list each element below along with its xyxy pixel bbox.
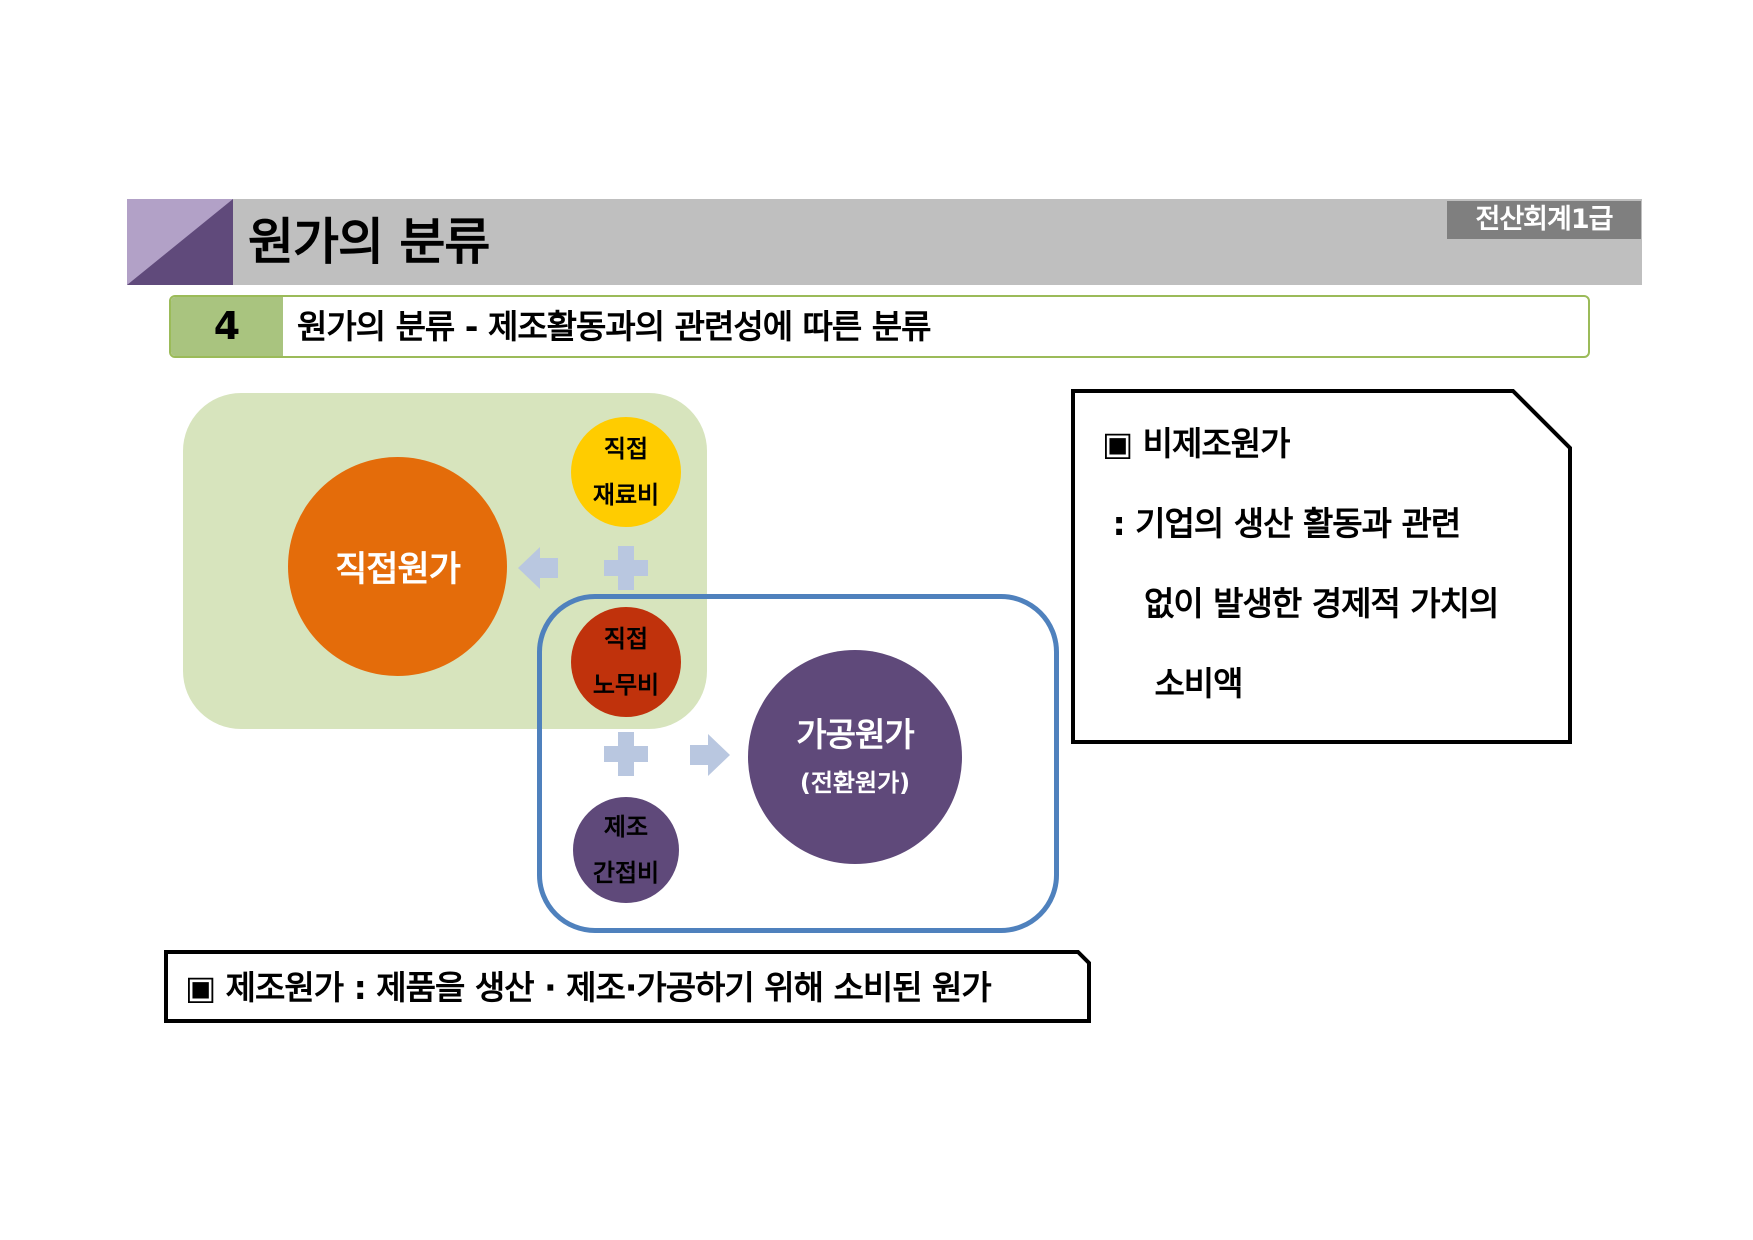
plus-icon <box>604 732 648 776</box>
note-line: 소비액 <box>1102 664 1243 703</box>
subject-tag: 전산회계1급 <box>1447 201 1641 239</box>
direct-materials-circle: 직접 재료비 <box>571 417 681 527</box>
section-title: 원가의 분류 - 제조활동과의 관련성에 따른 분류 <box>297 307 931 346</box>
note-line: : 기업의 생산 활동과 관련 <box>1102 504 1461 543</box>
direct-labor-circle: 직접 노무비 <box>571 607 681 717</box>
direct-materials-label-line2: 재료비 <box>592 481 660 509</box>
arrow-right-icon <box>690 734 730 776</box>
page-title: 원가의 분류 <box>248 213 490 271</box>
note-line: 없이 발생한 경제적 가치의 <box>1102 584 1499 623</box>
conversion-cost-alias: (전환원가) <box>799 769 911 797</box>
header-corner-decoration <box>127 199 233 285</box>
plus-icon <box>604 546 648 590</box>
direct-labor-label-line2: 노무비 <box>592 671 660 699</box>
non-manufacturing-note: ▣ 비제조원가 : 기업의 생산 활동과 관련 없이 발생한 경제적 가치의 소… <box>1102 420 1562 740</box>
manufacturing-note: ▣ 제조원가 : 제품을 생산 ∙ 제조∙가공하기 위해 소비된 원가 <box>185 968 992 1007</box>
conversion-cost-circle: 가공원가 (전환원가) <box>748 650 962 864</box>
arrow-left-icon <box>518 547 558 589</box>
direct-labor-label-line1: 직접 <box>603 625 649 653</box>
conversion-cost-group <box>537 594 1059 933</box>
header-band <box>127 199 1642 285</box>
direct-materials-label-line1: 직접 <box>603 435 649 463</box>
direct-cost-label: 직접원가 <box>335 550 461 590</box>
section-bar: 4 원가의 분류 - 제조활동과의 관련성에 따른 분류 <box>169 295 1590 358</box>
overhead-label-line2: 간접비 <box>592 859 660 887</box>
note-line: ▣ 비제조원가 <box>1102 424 1290 463</box>
section-number: 4 <box>171 297 283 356</box>
overhead-label-line1: 제조 <box>603 813 649 841</box>
direct-cost-circle: 직접원가 <box>288 457 507 676</box>
conversion-cost-label: 가공원가 <box>796 715 914 754</box>
